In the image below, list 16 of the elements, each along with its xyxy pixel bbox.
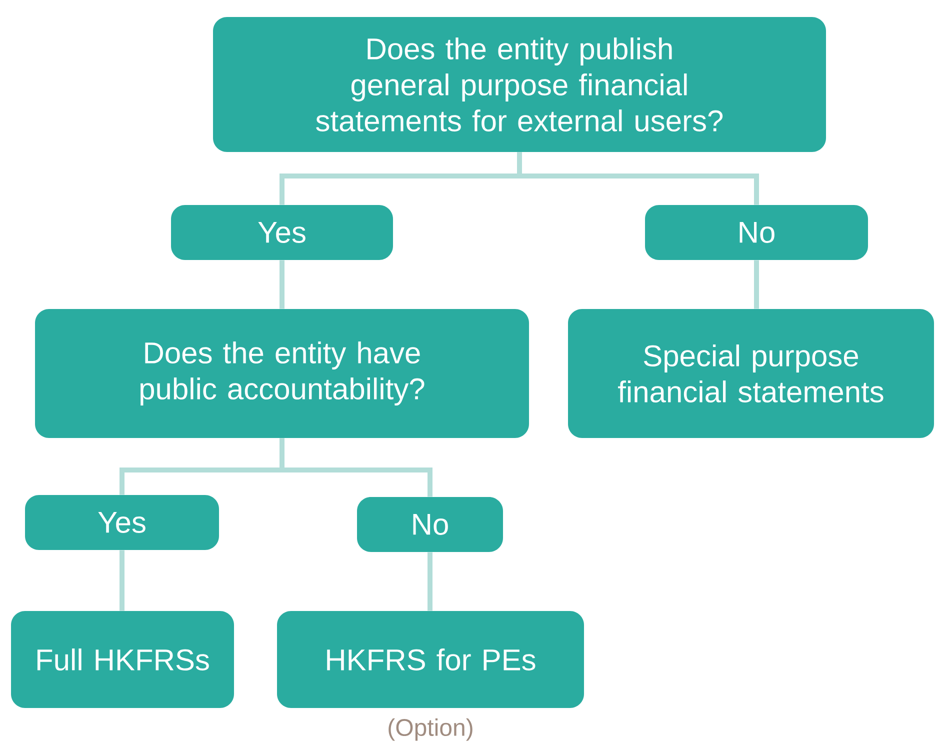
answer-box: Yes [25, 495, 219, 550]
connector-line [754, 260, 759, 309]
connector-line [280, 438, 432, 497]
connector-line [280, 260, 284, 309]
answer-box: No [645, 205, 868, 260]
question-box: Does the entity publish general purpose financial statements for external users? [213, 17, 826, 152]
outcome-box: HKFRS for PEs [277, 611, 584, 708]
answer-box: No [357, 497, 503, 552]
node-label: (Option) [388, 718, 472, 741]
question-box: Does the entity have public accountability? [35, 309, 529, 438]
connector-line [428, 552, 432, 611]
answer-box: Yes [171, 205, 393, 260]
outcome-box: Full HKFRSs [11, 611, 234, 708]
outcome-box: Special purpose financial statements [568, 309, 934, 438]
connector-line [120, 550, 124, 611]
connector-line [517, 152, 759, 205]
